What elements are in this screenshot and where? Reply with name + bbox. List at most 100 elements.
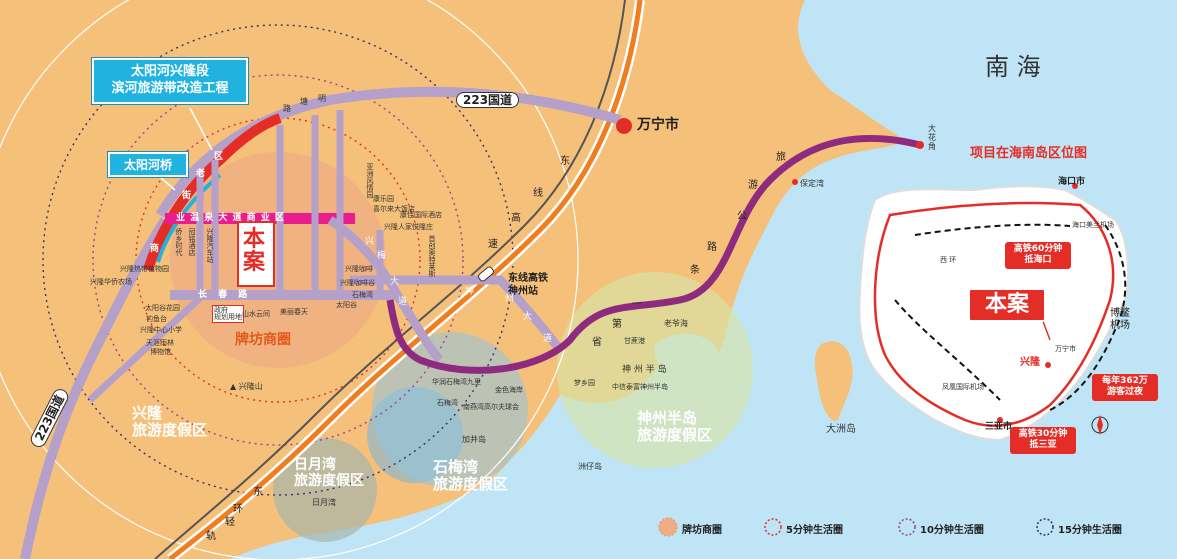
island-ring-rail <box>873 201 1115 427</box>
mountain-icon: ▲ <box>230 382 239 391</box>
shenzhou-ave-char-3: 大 <box>523 312 533 322</box>
laoye-sea-label: 老爷海 <box>664 319 688 328</box>
expressway-char-1: 东 <box>560 156 570 167</box>
sea-name: 南 海 <box>985 53 1041 81</box>
shenzhou-peninsula-label: 神 州 半 岛 <box>622 365 667 375</box>
rail-line <box>386 134 921 374</box>
dahuajiao-label: 大 花 角 <box>928 124 936 151</box>
dahuajiao-l3: 角 <box>928 141 936 151</box>
xinglong-ave-char-4: 道 <box>398 297 408 307</box>
river-project-line2: 滨河旅游带改造工程 <box>111 80 229 96</box>
boao-l2: 机场 <box>1110 320 1130 331</box>
island-title: 项目在海南岛区位图 <box>970 146 1088 161</box>
poi: 天涯雨林 <box>146 339 174 347</box>
island-tourists-box: 每年362万 游客过夜 <box>1092 374 1158 401</box>
east-rail-station-label: 东线高铁 神州站 <box>508 272 548 298</box>
xinglong-ave-char-3: 大 <box>390 277 400 287</box>
xinglong-zone-label: 兴隆 旅游度假区 <box>132 404 208 440</box>
poi: 兴隆咖啡 <box>345 265 373 273</box>
xinglong-mountain-text: 兴隆山 <box>238 382 263 391</box>
shenzhou-ave-char-1: 神 <box>465 287 475 297</box>
poi: 金色海岸 <box>495 386 523 394</box>
xinglong-zone-l2: 旅游度假区 <box>132 421 208 440</box>
legend-15min: 15分钟生活圈 <box>1058 525 1122 536</box>
tourism-road-char-2: 游 <box>748 180 758 191</box>
xinglong-mountain-label: ▲ 兴隆山 <box>230 383 263 391</box>
wenquan-road-label: 业 温 泉 大 道 商 业 区 <box>176 213 285 223</box>
xinglong-ave-char-1: 兴 <box>365 237 375 247</box>
dazhou-island-shape <box>814 341 853 421</box>
poi: 喜尔来大饭店 <box>373 205 415 213</box>
poi: 太阳谷花园 <box>145 304 180 312</box>
province-char-3: 第 <box>612 319 622 330</box>
bridge-callout: 太阳河桥 <box>108 152 188 177</box>
shimei-bay-label: 石梅湾 <box>437 399 458 407</box>
grid-roads <box>196 110 384 295</box>
yuxiang-road-char-1: 路 <box>283 104 291 113</box>
expressway-char-3: 高 <box>511 213 521 224</box>
poi: 中信泰富神州半岛 <box>612 383 668 391</box>
rail-station-marker <box>478 266 494 282</box>
island-west-road <box>894 299 1001 401</box>
circle-10min <box>92 74 464 446</box>
old-street-char-1: 商 <box>150 244 160 254</box>
tourism-road-char-3: 公 <box>737 211 747 222</box>
rail-haikou-l2: 抵海口 <box>1024 255 1052 266</box>
province-char-4: 条 <box>690 265 700 276</box>
shenzhou-avenue <box>350 275 564 353</box>
island-ring-top: 西 环 <box>940 256 957 264</box>
poi: 亚洲风情园 <box>366 163 374 198</box>
poi: 侨乡时代 <box>175 228 183 256</box>
shenzhou-zone-label: 神州半岛 旅游度假区 <box>637 409 712 445</box>
jiajing-label: 加井岛 <box>462 435 486 444</box>
compass-icon <box>1091 415 1109 435</box>
wanning-marker <box>616 118 632 134</box>
tourists-l2: 游客过夜 <box>1106 387 1143 398</box>
shimei-zone-l1: 石梅湾 <box>433 458 479 476</box>
island-airport-sanya: 凤凰国际机场 <box>942 383 984 391</box>
poi-government-l2: 规划用地 <box>214 313 242 321</box>
expressway-char-4: 速 <box>488 239 498 250</box>
poi: 太阳谷 <box>336 301 357 309</box>
poi: 兴隆人家 <box>384 223 412 231</box>
project-char-1: 本 <box>243 227 266 252</box>
g223-top <box>155 86 622 218</box>
sanya-marker <box>997 417 1003 423</box>
shenzhou-zone-l1: 神州半岛 <box>637 409 698 427</box>
poi: 华润石梅湾九里 <box>432 378 481 386</box>
project-char-2: 案 <box>243 250 266 276</box>
rail-sanya-l2: 抵三亚 <box>1029 440 1057 451</box>
poi-government: 政府 规划用地 <box>212 305 244 323</box>
island-xinglong-marker <box>1045 362 1051 368</box>
sw-road <box>87 295 203 403</box>
changchun-road <box>170 290 400 300</box>
legend-swatch-paifang <box>658 517 678 537</box>
poi: 钓鱼台 <box>146 315 167 323</box>
rail-ring-char-4: 轨 <box>206 531 216 542</box>
poi: 兴隆汽车站 <box>206 228 214 263</box>
haikou-marker <box>1072 183 1078 189</box>
shenzhou-ave-char-2: 州 <box>505 294 515 304</box>
legend-swatch-5min <box>764 518 782 536</box>
tourism-road-char-1: 旅 <box>776 152 786 163</box>
poi: 梦乡园 <box>574 379 595 387</box>
rail-sanya-l1: 高铁30分钟 <box>1018 429 1068 439</box>
xinglong-ave-char-2: 梅 <box>377 251 387 261</box>
old-street-char-2: 街 <box>182 191 192 201</box>
g223-left <box>20 217 170 559</box>
poi: 石梅湾 <box>352 291 373 299</box>
tourists-l1: 每年362万 <box>1102 376 1148 386</box>
island-project-box: 本案 <box>968 288 1046 322</box>
xinglong-zone-l1: 兴隆 <box>132 404 163 422</box>
rail-ring-char-2: 环 <box>233 504 243 515</box>
baoding-marker <box>792 179 798 185</box>
island-rail-haikou-box: 高铁60分钟 抵海口 <box>1005 242 1071 269</box>
rail-ring-char-1: 东 <box>253 487 263 498</box>
baoding-bay-label: 保定湾 <box>800 179 824 188</box>
island-sanya: 三亚市 <box>985 422 1013 432</box>
station-line2: 神州站 <box>508 286 538 297</box>
dahuajiao-marker <box>916 141 924 149</box>
island-east-road <box>1049 224 1127 411</box>
